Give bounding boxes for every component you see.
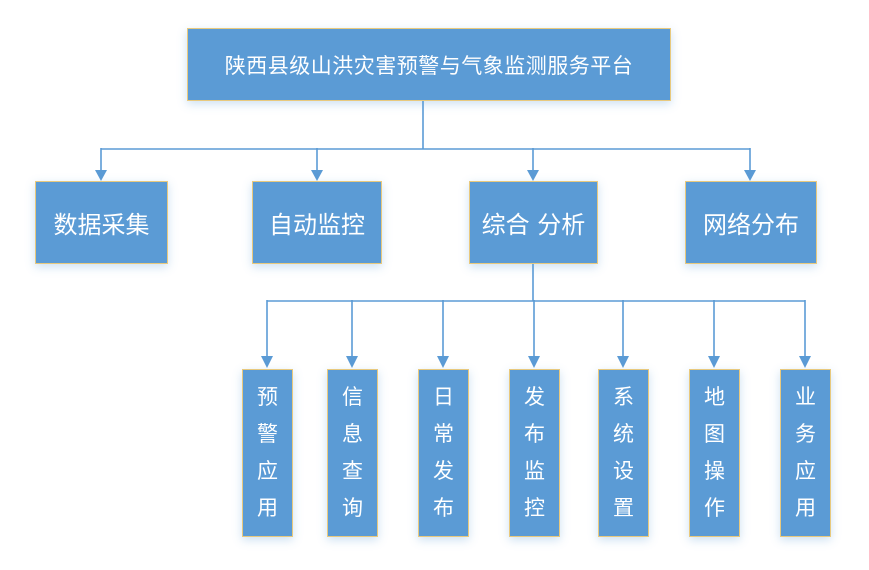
node-root-platform: 陕西县级山洪灾害预警与气象监测服务平台 xyxy=(187,28,671,101)
node-label: 日常发布 xyxy=(432,385,454,520)
connector-arrowhead xyxy=(311,170,323,181)
node-label: 信息查询 xyxy=(341,385,363,520)
connector-arrowhead xyxy=(744,170,756,181)
node-label: 业务应用 xyxy=(794,385,816,520)
connector-arrowhead xyxy=(346,356,358,368)
node-auto-monitoring: 自动监控 xyxy=(252,181,382,264)
connector-arrowhead xyxy=(261,356,273,368)
node-label: 系统设置 xyxy=(612,385,634,520)
node-data-collection: 数据采集 xyxy=(35,181,168,264)
node-label: 数据采集 xyxy=(53,211,150,239)
connector-arrowhead xyxy=(708,356,720,368)
node-release-monitoring: 发布监控 xyxy=(509,369,560,537)
node-comprehensive-analysis: 综合 分析 xyxy=(469,181,598,264)
node-label: 网络分布 xyxy=(703,211,799,239)
node-label: 地图操作 xyxy=(703,385,725,520)
node-map-operations: 地图操作 xyxy=(689,369,740,537)
connector-arrowhead xyxy=(617,356,629,368)
node-system-settings: 系统设置 xyxy=(598,369,649,537)
node-warning-application: 预警应用 xyxy=(242,369,293,537)
node-label: 预警应用 xyxy=(256,385,278,520)
node-info-query: 信息查询 xyxy=(327,369,378,537)
connector-arrowhead xyxy=(799,356,811,368)
node-label: 综合 分析 xyxy=(481,211,586,239)
connector-arrowhead xyxy=(437,356,449,368)
connector-arrowhead xyxy=(95,170,107,181)
node-label: 自动监控 xyxy=(269,211,365,239)
connector-arrowhead xyxy=(527,170,539,181)
node-label: 陕西县级山洪灾害预警与气象监测服务平台 xyxy=(224,53,634,78)
connector-arrowhead xyxy=(528,356,540,368)
node-business-application: 业务应用 xyxy=(780,369,831,537)
node-daily-release: 日常发布 xyxy=(418,369,469,537)
node-network-distribution: 网络分布 xyxy=(685,181,817,264)
node-label: 发布监控 xyxy=(523,385,545,520)
